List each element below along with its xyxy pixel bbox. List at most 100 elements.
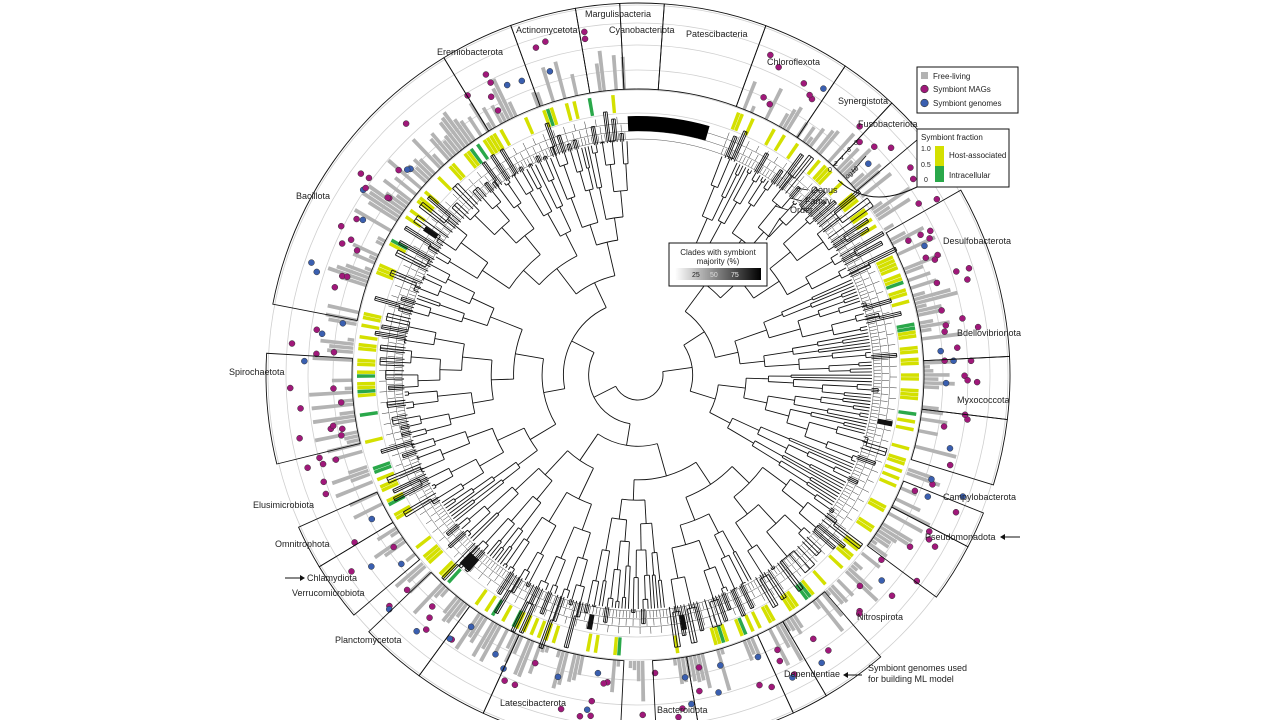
tree-branch: [835, 466, 851, 475]
tree-branch: [833, 328, 861, 336]
tree-branch: [679, 611, 685, 636]
tree-branch: [754, 152, 766, 173]
symbiont-fraction-bar: [851, 211, 869, 225]
free-living-bar: [491, 78, 515, 119]
symbiont-mag-dot: [338, 432, 345, 439]
rank-tick: [852, 274, 860, 278]
tree-arc: [413, 215, 419, 223]
rank-tick: [550, 603, 554, 611]
tree-arc: [900, 311, 902, 316]
label-bacteroidota: Bacteroidota: [657, 705, 708, 715]
tree-branch: [484, 161, 503, 185]
free-living-bar: [544, 645, 550, 654]
tree-branch: [445, 523, 458, 534]
rank-tick: [860, 454, 867, 458]
symbiont-mag-dot: [856, 582, 864, 590]
rank-tick: [440, 513, 447, 518]
tree-branch: [403, 492, 437, 513]
tree-branch: [587, 146, 598, 189]
tree-branch: [864, 312, 879, 318]
symbiont-fraction-bar: [806, 159, 821, 176]
tree-arc: [400, 426, 402, 430]
tree-branch: [612, 119, 616, 141]
free-living-bar: [847, 567, 874, 591]
tree-arc: [702, 215, 713, 221]
tree-branch: [401, 428, 426, 436]
tree-arc: [830, 257, 836, 266]
symbiont-fraction-bar: [437, 175, 453, 192]
free-living-bar: [555, 649, 562, 658]
tree-branch: [576, 586, 585, 617]
symbiont-fraction-bar: [489, 134, 502, 152]
rank-tick: [445, 201, 451, 207]
free-living-bar: [347, 465, 368, 475]
tree-branch: [408, 326, 437, 334]
rank-tick: [539, 144, 543, 151]
rank-tick: [392, 424, 400, 427]
tree-branch: [695, 606, 703, 631]
tree-arc: [422, 276, 425, 280]
rank-tick: [799, 197, 805, 203]
tree-arc: [498, 539, 502, 543]
rank-tick: [579, 130, 582, 138]
rank-tick: [833, 533, 840, 539]
rank-tick: [526, 150, 530, 157]
rank-tick: [775, 566, 781, 573]
rank-tick: [660, 625, 663, 633]
rank-tick: [447, 533, 454, 539]
tree-branch: [546, 123, 556, 147]
tree-arc: [809, 464, 812, 467]
tree-arc: [538, 467, 553, 482]
free-living-bar: [551, 650, 566, 689]
tree-arc: [380, 449, 383, 454]
rank-tick: [482, 556, 488, 563]
free-living-bar: [394, 561, 424, 589]
free-living-bar: [923, 373, 950, 377]
symbiont-fraction-bar: [900, 361, 919, 366]
rank-tick: [519, 580, 523, 588]
free-living-bar: [923, 377, 939, 381]
free-living-bar: [850, 564, 859, 572]
rank-tick: [778, 179, 784, 186]
tree-branch: [814, 202, 837, 223]
rank-tick: [849, 268, 857, 272]
tree-branch: [798, 532, 820, 554]
tree-arc: [859, 327, 862, 332]
tree-branch: [715, 595, 725, 622]
tree-branch: [413, 221, 446, 244]
rank-tick: [856, 283, 864, 287]
phylum-bracket: [652, 656, 698, 720]
tree-branch: [735, 522, 753, 549]
free-living-bar: [782, 108, 797, 130]
tree-arc: [781, 478, 791, 491]
rank-tick: [739, 155, 743, 162]
symbiont-mag-dot: [330, 349, 338, 356]
tree-branch: [487, 486, 513, 510]
symbiont-fraction-bar: [536, 620, 547, 639]
tree-branch: [595, 549, 603, 582]
tree-arc: [448, 468, 454, 477]
tree-branch: [833, 470, 858, 484]
symbiont-mag-dot: [856, 138, 863, 146]
tree-branch: [471, 297, 495, 309]
rank-tick: [400, 423, 408, 425]
symbiont-fraction-bar: [884, 276, 903, 287]
rank-tick: [615, 610, 618, 618]
tree-branch: [871, 356, 897, 360]
tree-branch: [467, 551, 486, 573]
rank-tick: [867, 479, 874, 483]
rank-labels: Genus Family Order: [774, 185, 838, 215]
tree-branch: [389, 274, 422, 289]
tree-branch: [825, 447, 853, 459]
rank-tick: [442, 515, 449, 521]
symbiont-fraction-bar: [817, 169, 833, 186]
symbiont-fraction-bar: [418, 196, 435, 211]
free-living-bar: [375, 239, 385, 247]
rank-tick: [687, 613, 690, 621]
symbiont-genome-dot: [413, 627, 420, 635]
symbiont-mag-dot: [487, 93, 495, 101]
label-synergistota: Synergistota: [838, 96, 888, 106]
tree-branch: [842, 335, 869, 341]
tree-branch: [814, 497, 834, 512]
tree-branch: [672, 612, 679, 648]
